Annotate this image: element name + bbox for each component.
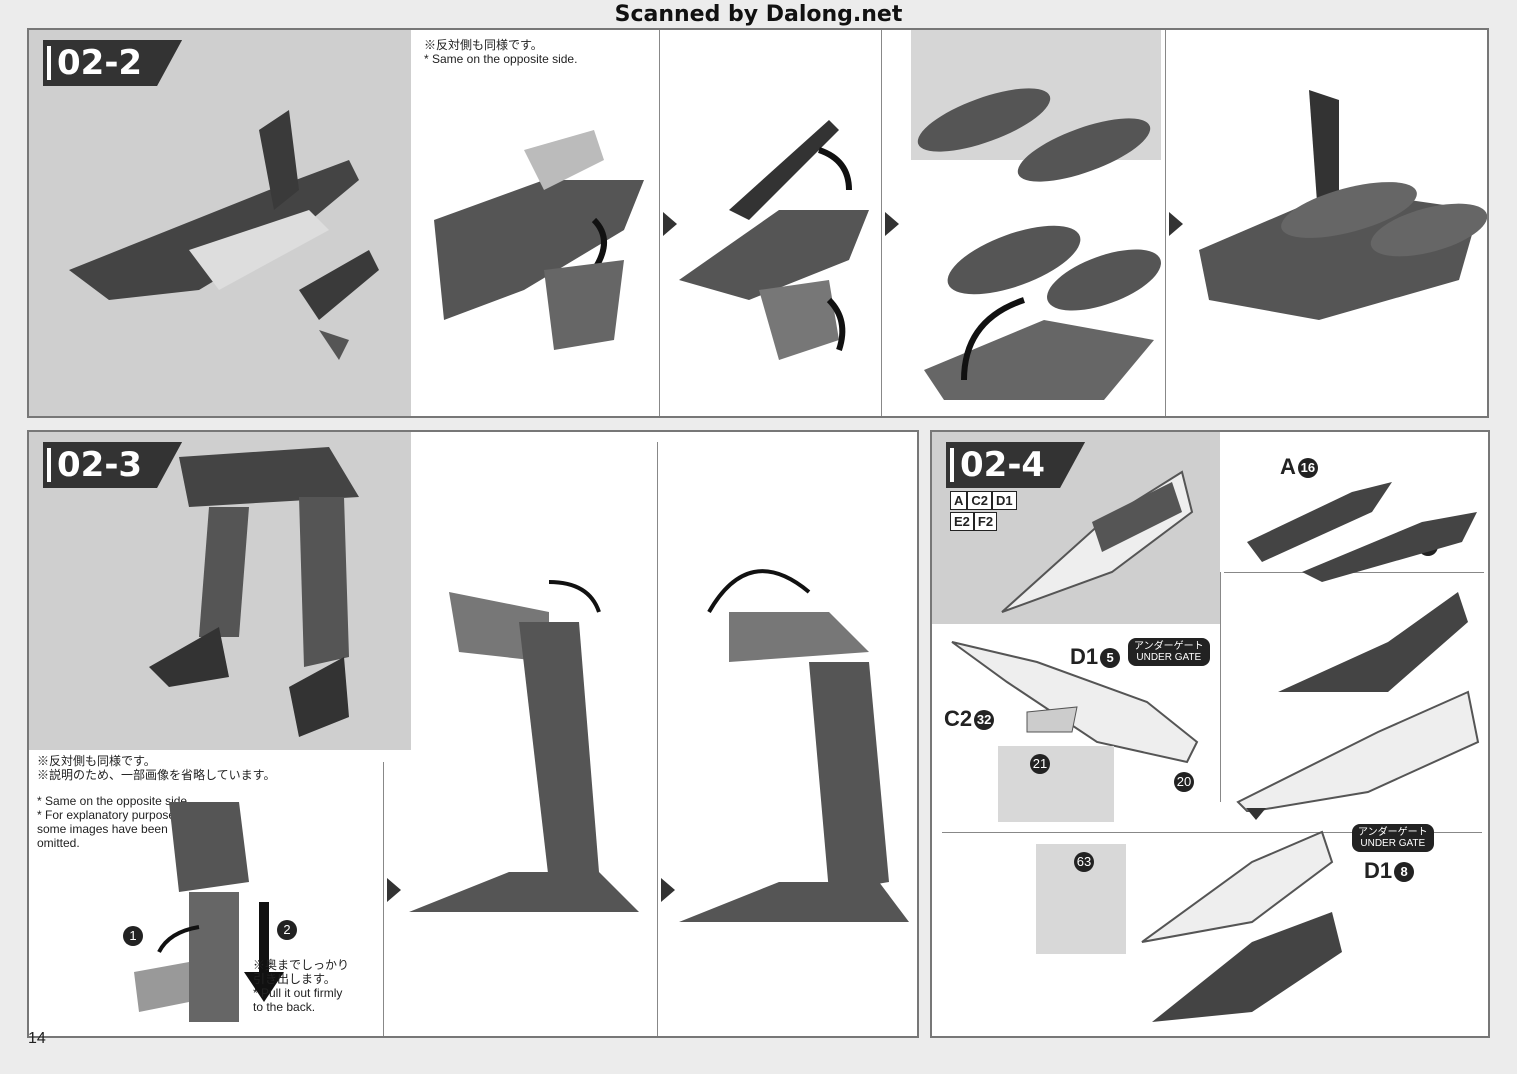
divider	[659, 30, 660, 416]
step-arrow-down	[1246, 808, 1266, 820]
part-e2: E2	[950, 512, 974, 531]
divider	[383, 762, 384, 1036]
num-20: 20	[1172, 772, 1194, 792]
tail-fold-illustration	[679, 120, 869, 360]
inset-detail	[998, 746, 1114, 822]
step-tag-02-3: 02-3	[43, 442, 183, 488]
num-63: 63	[1072, 852, 1094, 872]
step-tag-02-4: 02-4	[946, 442, 1086, 488]
assembled-fighter-illustration	[1199, 90, 1487, 320]
step-arrow	[663, 212, 677, 236]
leg-fold-illustration-b	[679, 569, 909, 922]
step-arrow	[1169, 212, 1183, 236]
panel-step-02-2: 02-2 ※反対側も同様です。 * Same on the opposite s…	[27, 28, 1489, 418]
divider	[657, 442, 658, 1036]
part-a: A	[950, 491, 968, 510]
scan-credit: Scanned by Dalong.net	[614, 2, 903, 27]
page-number: 14	[28, 1030, 46, 1047]
side-panels-illustration	[1247, 482, 1477, 582]
part-f2: F2	[973, 512, 998, 531]
num2-marker: 2	[275, 920, 297, 940]
pull-note: ※奥までしっかり 引き出します。 * Pull it out firmly to…	[253, 958, 350, 1014]
panel-step-02-3: 02-3 ※反対側も同様です。 ※説明のため、一部画像を省略しています。 * S…	[27, 430, 919, 1038]
fighter-photo	[69, 110, 379, 360]
leg-photo	[149, 447, 359, 737]
cockpit-assembly-illustration	[1141, 830, 1342, 1022]
notes-en-02-3: * Same on the opposite side. * For expla…	[37, 794, 191, 850]
nose-assembly-illustration	[1236, 592, 1480, 812]
divider	[942, 832, 1482, 833]
engine-attach-illustration	[917, 88, 1161, 400]
notes-02-3: ※反対側も同様です。 ※説明のため、一部画像を省略しています。	[37, 754, 276, 782]
divider	[1165, 30, 1166, 416]
step-arrow	[387, 878, 401, 902]
fuselage-left-illustration	[951, 641, 1199, 764]
num-21: 21	[1028, 754, 1050, 774]
step-arrow	[661, 878, 675, 902]
part-c2: C2	[967, 491, 993, 510]
divider	[1220, 572, 1221, 802]
divider	[881, 30, 882, 416]
nose-photo	[1001, 470, 1194, 613]
step-tag-02-2: 02-2	[43, 40, 183, 86]
step-arrow	[885, 212, 899, 236]
hip-joint-illustration	[134, 802, 284, 1022]
num1-marker: 1	[121, 926, 143, 946]
leg-fold-illustration-a	[409, 580, 639, 912]
note-02-2: ※反対側も同様です。 * Same on the opposite side.	[424, 38, 578, 66]
part-d1: D1	[992, 491, 1017, 510]
wing-fold-illustration	[434, 130, 644, 350]
